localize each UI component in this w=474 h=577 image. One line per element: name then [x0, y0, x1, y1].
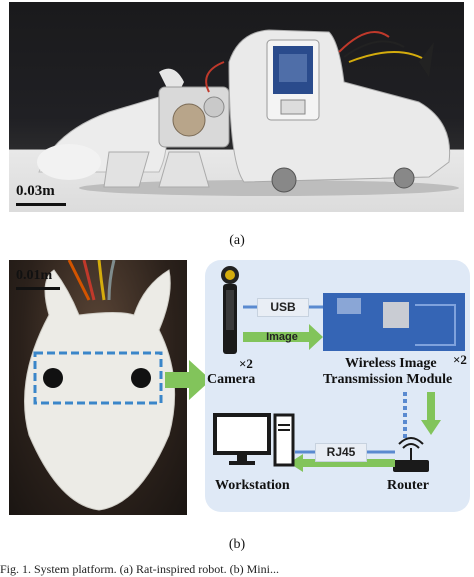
diagram-graphics — [213, 266, 465, 472]
arrow-right-icon — [165, 360, 211, 400]
scale-label-b: 0.01m — [16, 268, 53, 283]
scale-bar-a — [16, 203, 66, 206]
robot-head-photo — [9, 260, 187, 515]
router-label: Router — [387, 478, 429, 493]
caption-a: (a) — [229, 233, 245, 248]
scale-bar-b — [16, 287, 60, 290]
module-label-line1: Wireless Image — [345, 356, 437, 371]
robot-illustration — [37, 29, 459, 196]
module-count: ×2 — [453, 352, 467, 367]
usb-tag: USB — [257, 298, 309, 317]
workstation-label: Workstation — [215, 478, 290, 493]
camera-label: Camera — [207, 372, 256, 387]
rj45-tag: RJ45 — [315, 443, 367, 462]
scale-label-a: 0.03m — [16, 183, 55, 199]
image-tag: Image — [266, 331, 298, 343]
robot-head-illustration — [24, 260, 176, 511]
camera-count: ×2 — [239, 356, 253, 371]
system-diagram: USB Image ×2 Camera Wireless Image ×2 Tr… — [205, 260, 470, 512]
robot-photo — [9, 2, 464, 212]
caption-b: (b) — [228, 537, 246, 552]
figure-caption: Fig. 1. System platform. (a) Rat-inspire… — [0, 562, 279, 576]
module-label-line2: Transmission Module — [323, 372, 453, 387]
